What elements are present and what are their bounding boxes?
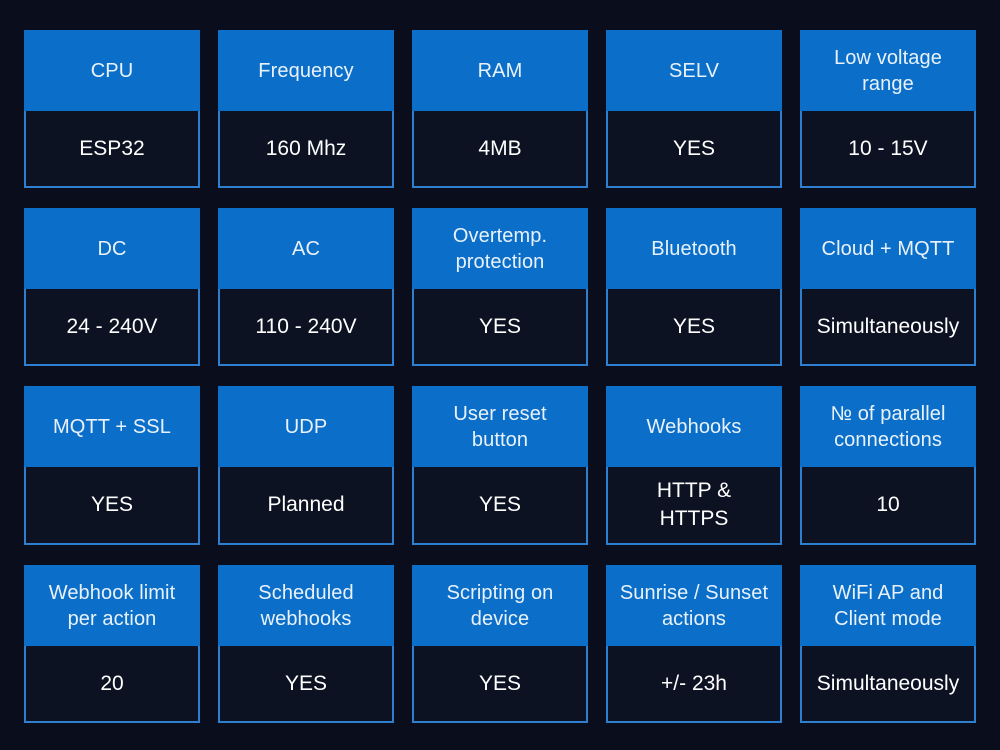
spec-card-value: YES: [24, 467, 200, 545]
spec-card-label: Webhook limit per action: [24, 565, 200, 646]
spec-card-label: Webhooks: [606, 386, 782, 467]
spec-card-value: HTTP & HTTPS: [606, 467, 782, 545]
spec-card-value: 10: [800, 467, 976, 545]
spec-card-label: Scripting on device: [412, 565, 588, 646]
spec-card-label: MQTT + SSL: [24, 386, 200, 467]
spec-card-value: 24 - 240V: [24, 289, 200, 366]
spec-card-label: RAM: [412, 30, 588, 111]
spec-card-label: DC: [24, 208, 200, 289]
spec-card-value: 4MB: [412, 111, 588, 188]
spec-card-label: CPU: [24, 30, 200, 111]
spec-card-value: YES: [412, 467, 588, 545]
spec-card-label: Frequency: [218, 30, 394, 111]
spec-card-value: YES: [218, 646, 394, 723]
spec-card-label: Scheduled webhooks: [218, 565, 394, 646]
spec-card-value: Planned: [218, 467, 394, 545]
spec-card-value: 160 Mhz: [218, 111, 394, 188]
spec-card-label: UDP: [218, 386, 394, 467]
spec-card-label: User reset button: [412, 386, 588, 467]
spec-card-value: 110 - 240V: [218, 289, 394, 366]
spec-card-value: YES: [606, 289, 782, 366]
spec-card-value: Simultaneously: [800, 646, 976, 723]
spec-card-label: SELV: [606, 30, 782, 111]
spec-card-value: YES: [412, 646, 588, 723]
spec-card-value: 10 - 15V: [800, 111, 976, 188]
spec-card-label: WiFi AP and Client mode: [800, 565, 976, 646]
spec-card-label: Overtemp. protection: [412, 208, 588, 289]
spec-card-label: Sunrise / Sunset actions: [606, 565, 782, 646]
spec-card: Sunrise / Sunset actions+/- 23h: [606, 565, 782, 723]
spec-card-value: Simultaneously: [800, 289, 976, 366]
spec-card-label: Low voltage range: [800, 30, 976, 111]
spec-card-value: YES: [412, 289, 588, 366]
spec-card-value: ESP32: [24, 111, 200, 188]
spec-card-value: YES: [606, 111, 782, 188]
spec-card-value: +/- 23h: [606, 646, 782, 723]
spec-card-label: AC: [218, 208, 394, 289]
spec-card-value: 20: [24, 646, 200, 723]
spec-card-label: Bluetooth: [606, 208, 782, 289]
spec-card-label: Cloud + MQTT: [800, 208, 976, 289]
spec-card-label: № of parallel connections: [800, 386, 976, 467]
